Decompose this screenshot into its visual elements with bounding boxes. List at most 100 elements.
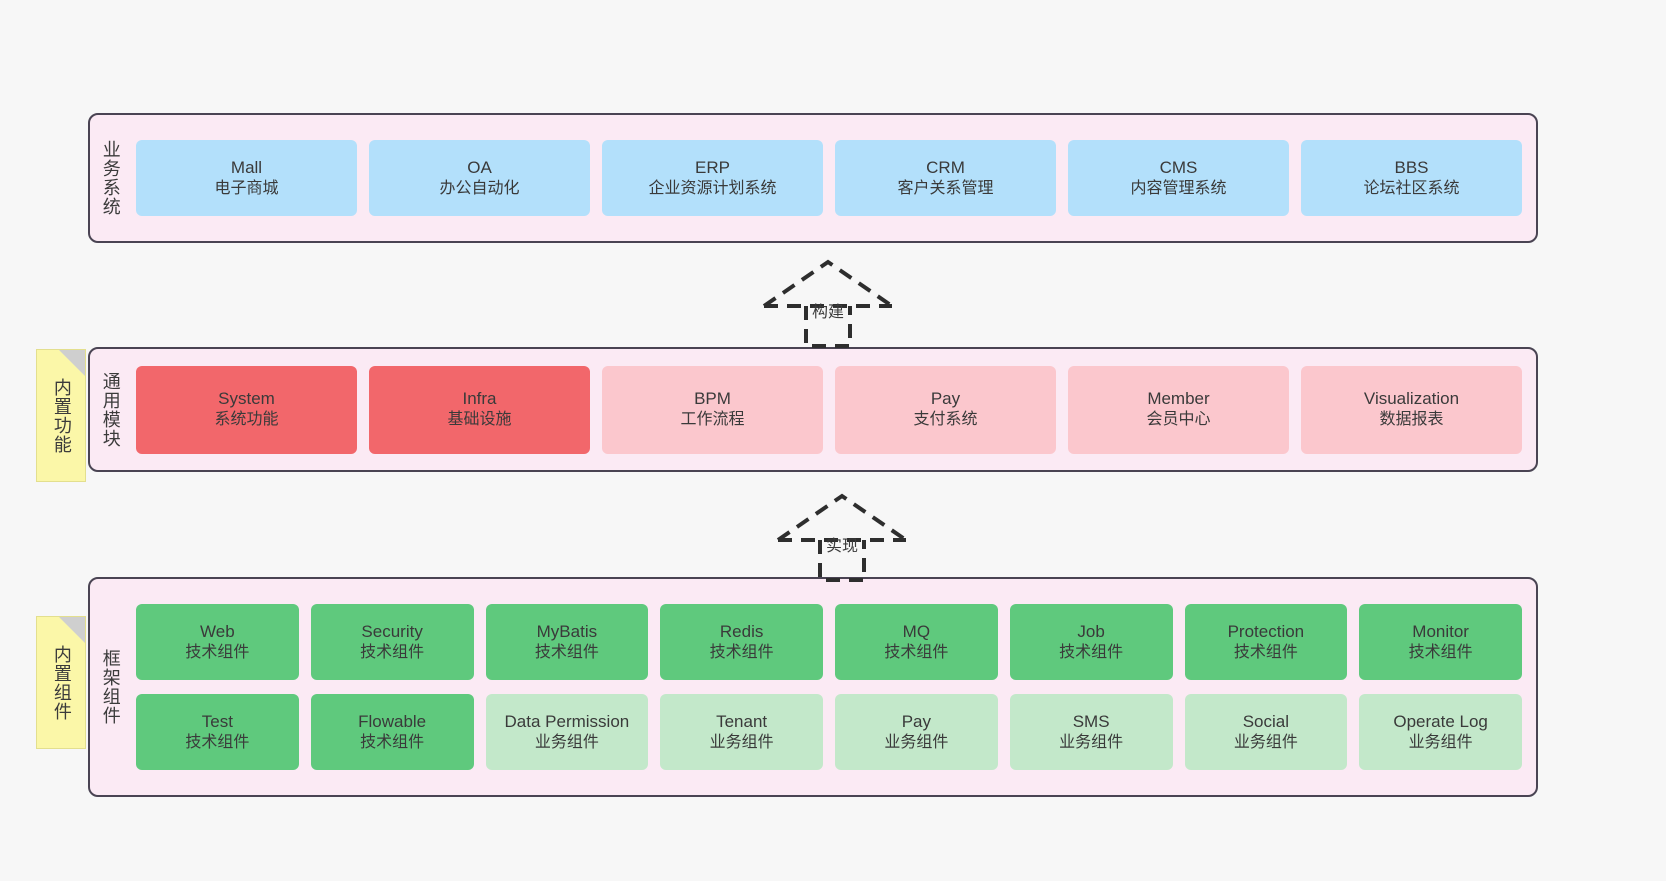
card-oa[interactable]: OA 办公自动化 [369, 140, 590, 216]
card-infra-en: Infra [462, 389, 497, 409]
card-social[interactable]: Social 业务组件 [1184, 694, 1348, 770]
layer-body-business-system: Mall 电子商城 OA 办公自动化 ERP 企业资源计划系统 CRM 客户关系… [130, 115, 1536, 241]
card-erp-en: ERP [695, 157, 730, 177]
card-protection[interactable]: Protection 技术组件 [1184, 604, 1348, 680]
card-social-en: Social [1242, 711, 1290, 731]
card-web-en: Web [200, 621, 235, 641]
card-system-en: System [218, 389, 275, 409]
card-mybatis-en: MyBatis [536, 621, 598, 641]
note-fold-corner-icon [59, 617, 85, 643]
note-builtin-component: 内置组件 [36, 616, 86, 749]
framework-row-tech: Web 技术组件 Security 技术组件 MyBatis 技术组件 Redi… [136, 604, 1522, 680]
card-test-cn: 技术组件 [185, 733, 250, 751]
card-mybatis[interactable]: MyBatis 技术组件 [485, 604, 649, 680]
card-member-en: Member [1147, 389, 1210, 409]
card-infra[interactable]: Infra 基础设施 [369, 365, 590, 454]
card-sms-en: SMS [1072, 711, 1110, 731]
card-sms-cn: 业务组件 [1059, 733, 1124, 751]
card-pay-component-cn: 业务组件 [884, 733, 949, 751]
card-crm-en: CRM [926, 157, 965, 177]
card-data-permission[interactable]: Data Permission 业务组件 [485, 694, 649, 770]
card-erp-cn: 企业资源计划系统 [648, 179, 777, 197]
card-job[interactable]: Job 技术组件 [1009, 604, 1173, 680]
card-visualization-en: Visualization [1363, 389, 1460, 409]
card-system-cn: 系统功能 [214, 411, 279, 429]
card-test-en: Test [201, 711, 233, 731]
connector-build-label: 构建 [811, 304, 845, 321]
card-cms-cn: 内容管理系统 [1130, 179, 1227, 197]
layer-title-business-system: 业务系统 [100, 140, 121, 216]
connector-implement: 实现 [774, 492, 910, 582]
layer-body-framework-component: Web 技术组件 Security 技术组件 MyBatis 技术组件 Redi… [130, 579, 1536, 795]
layer-common-module: 通用模块 System 系统功能 Infra 基础设施 BPM 工作流程 Pay… [88, 347, 1538, 472]
card-web[interactable]: Web 技术组件 [136, 604, 299, 680]
card-bbs-cn: 论坛社区系统 [1363, 179, 1460, 197]
card-mq[interactable]: MQ 技术组件 [835, 604, 998, 680]
card-mq-cn: 技术组件 [884, 643, 949, 661]
card-system[interactable]: System 系统功能 [136, 365, 357, 454]
card-crm[interactable]: CRM 客户关系管理 [835, 140, 1056, 216]
card-data-permission-en: Data Permission [504, 711, 630, 731]
card-mall[interactable]: Mall 电子商城 [136, 140, 357, 216]
card-flowable-cn: 技术组件 [360, 733, 425, 751]
card-oa-en: OA [467, 157, 492, 177]
connector-build: 构建 [760, 258, 896, 348]
card-tenant-en: Tenant [716, 711, 768, 731]
card-cms[interactable]: CMS 内容管理系统 [1068, 140, 1289, 216]
card-pay-module[interactable]: Pay 支付系统 [835, 365, 1056, 454]
card-operate-log-en: Operate Log [1393, 711, 1488, 731]
card-erp[interactable]: ERP 企业资源计划系统 [602, 140, 823, 216]
note-builtin-function-label: 内置功能 [51, 377, 72, 454]
card-mall-cn: 电子商城 [214, 179, 279, 197]
card-crm-cn: 客户关系管理 [897, 179, 994, 197]
card-bbs-en: BBS [1394, 157, 1429, 177]
layer-title-common-module: 通用模块 [100, 371, 121, 448]
card-security[interactable]: Security 技术组件 [310, 604, 474, 680]
build-arrowhead-icon [762, 259, 894, 308]
card-data-permission-cn: 业务组件 [534, 733, 599, 751]
card-monitor[interactable]: Monitor 技术组件 [1359, 604, 1522, 680]
layer-title-framework-component: 框架组件 [100, 649, 121, 725]
card-flowable-en: Flowable [358, 711, 427, 731]
card-visualization[interactable]: Visualization 数据报表 [1301, 365, 1522, 454]
card-pay-module-cn: 支付系统 [913, 411, 978, 429]
card-security-en: Security [361, 621, 423, 641]
card-test[interactable]: Test 技术组件 [136, 694, 299, 770]
card-redis-en: Redis [719, 621, 764, 641]
card-pay-component[interactable]: Pay 业务组件 [835, 694, 998, 770]
card-job-cn: 技术组件 [1059, 643, 1124, 661]
framework-row-business: Test 技术组件 Flowable 技术组件 Data Permission … [136, 694, 1522, 770]
card-tenant-cn: 业务组件 [709, 733, 774, 751]
note-builtin-component-label: 内置组件 [51, 644, 72, 721]
card-mall-en: Mall [230, 157, 263, 177]
card-member-cn: 会员中心 [1146, 411, 1211, 429]
layer-body-common-module: System 系统功能 Infra 基础设施 BPM 工作流程 Pay 支付系统… [130, 349, 1536, 470]
card-oa-cn: 办公自动化 [439, 179, 520, 197]
card-redis-cn: 技术组件 [709, 643, 774, 661]
card-redis[interactable]: Redis 技术组件 [660, 604, 823, 680]
card-sms[interactable]: SMS 业务组件 [1009, 694, 1173, 770]
card-operate-log-cn: 业务组件 [1408, 733, 1473, 751]
card-tenant[interactable]: Tenant 业务组件 [660, 694, 823, 770]
card-flowable[interactable]: Flowable 技术组件 [310, 694, 474, 770]
card-mq-en: MQ [902, 621, 931, 641]
card-mybatis-cn: 技术组件 [534, 643, 599, 661]
card-protection-en: Protection [1227, 621, 1305, 641]
card-job-en: Job [1077, 621, 1105, 641]
card-monitor-cn: 技术组件 [1408, 643, 1473, 661]
note-fold-corner-icon [59, 350, 85, 376]
card-visualization-cn: 数据报表 [1379, 411, 1444, 429]
card-social-cn: 业务组件 [1233, 733, 1298, 751]
card-bpm-cn: 工作流程 [680, 411, 745, 429]
card-protection-cn: 技术组件 [1233, 643, 1298, 661]
card-bbs[interactable]: BBS 论坛社区系统 [1301, 140, 1522, 216]
note-builtin-function: 内置功能 [36, 349, 86, 482]
card-operate-log[interactable]: Operate Log 业务组件 [1359, 694, 1522, 770]
layer-business-system: 业务系统 Mall 电子商城 OA 办公自动化 ERP 企业资源计划系统 CRM… [88, 113, 1538, 243]
card-bpm-en: BPM [694, 389, 731, 409]
layer-framework-component: 框架组件 Web 技术组件 Security 技术组件 MyBatis 技术组件… [88, 577, 1538, 797]
card-bpm[interactable]: BPM 工作流程 [602, 365, 823, 454]
card-member[interactable]: Member 会员中心 [1068, 365, 1289, 454]
card-pay-component-en: Pay [901, 711, 932, 731]
